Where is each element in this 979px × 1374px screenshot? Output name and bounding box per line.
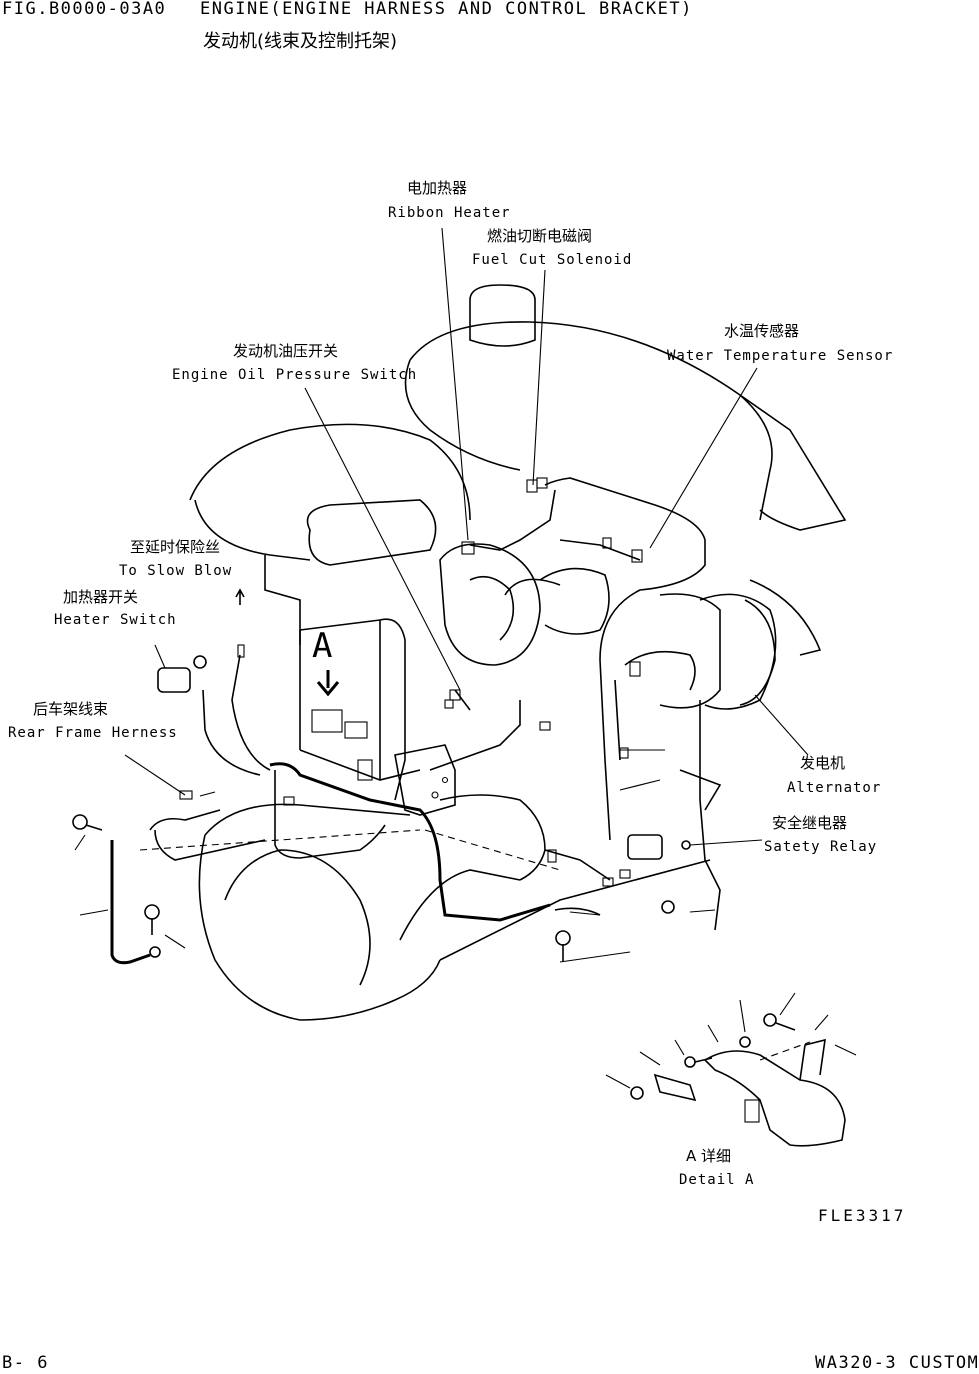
engine-harness-wires: [110, 477, 706, 965]
oil-pressure-switch-label-cn: 发动机油压开关: [233, 342, 339, 360]
heater-switch-label-en: Heater Switch: [54, 612, 177, 628]
figure-title-cn: 发动机(线束及控制托架): [203, 31, 398, 52]
engine-body-outline: [189, 284, 847, 1021]
drawing-code: FLE3317: [818, 1206, 907, 1225]
leader-lines: [74, 227, 809, 963]
safety-relay-label-en: Satety Relay: [764, 839, 878, 855]
slow-blow-label-cn: 至延时保险丝: [130, 538, 221, 556]
fuel-cut-solenoid-label-cn: 燃油切断电磁阀: [487, 227, 593, 245]
figure-number: FIG.B0000-03A0: [2, 0, 167, 19]
rear-frame-harness-label-en: Rear Frame Herness: [8, 725, 178, 741]
detail-a-label-en: Detail A: [679, 1172, 755, 1188]
detail-a-exploded-view: [605, 992, 857, 1147]
ribbon-heater-label-en: Ribbon Heater: [388, 205, 511, 221]
ribbon-heater-label-cn: 电加热器: [407, 179, 468, 197]
rear-frame-harness-label-cn: 后车架线束: [33, 700, 109, 718]
fuel-cut-solenoid-label-en: Fuel Cut Solenoid: [472, 252, 633, 268]
figure-title-en: ENGINE(ENGINE HARNESS AND CONTROL BRACKE…: [200, 0, 693, 19]
oil-pressure-switch-label-en: Engine Oil Pressure Switch: [172, 367, 418, 383]
alternator-label-cn: 发电机: [800, 754, 846, 772]
connectors-and-bolts: [72, 477, 691, 962]
model-name: WA320-3 CUSTOM: [815, 1353, 979, 1373]
dashed-reference-line: [139, 829, 421, 851]
water-temp-sensor-label-en: Water Temperature Sensor: [667, 348, 894, 364]
detail-a-label-cn: A 详细: [686, 1147, 732, 1165]
alternator-label-en: Alternator: [787, 780, 882, 796]
slow-blow-label-en: To Slow Blow: [119, 563, 233, 579]
heater-switch-label-cn: 加热器开关: [63, 588, 139, 606]
page-number: B- 6: [2, 1353, 49, 1373]
safety-relay-label-cn: 安全继电器: [772, 814, 848, 832]
water-temp-sensor-label-cn: 水温传感器: [724, 322, 800, 340]
detail-a-marker: A: [312, 626, 333, 666]
